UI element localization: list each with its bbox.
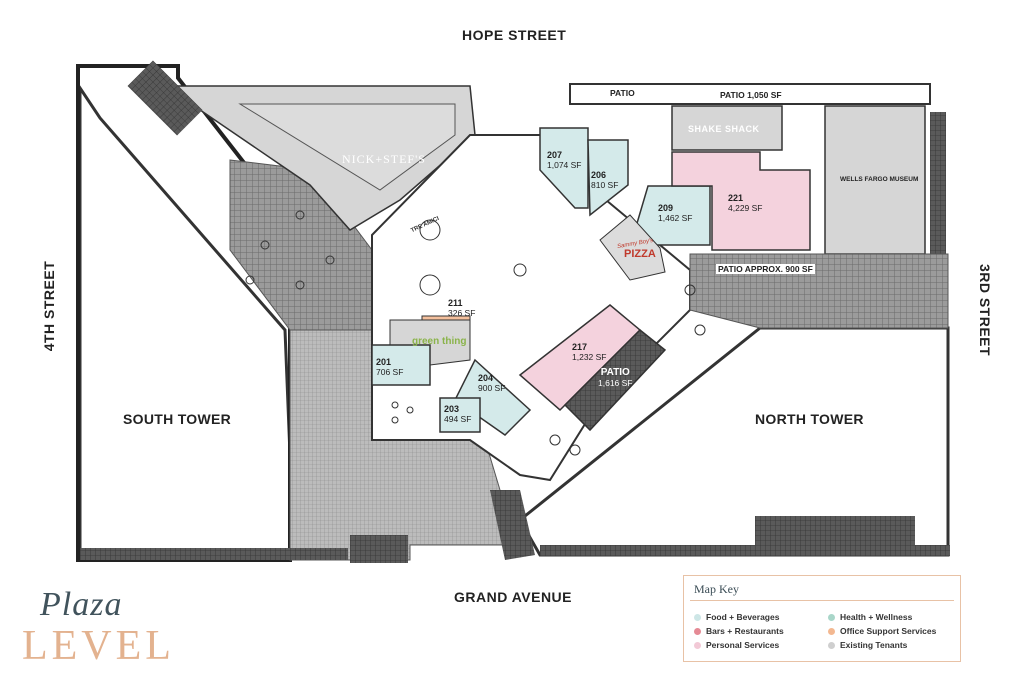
unit-207: [539, 127, 589, 209]
nick-stefs-logo: NICK+STEF'S: [342, 152, 426, 166]
shake-shack: [671, 105, 783, 151]
unit-201: [371, 344, 431, 386]
patio-top-area: PATIO 1,050 SF: [720, 90, 782, 100]
legend-item-health: Health + Wellness: [828, 612, 912, 622]
unit-area: 494 SF: [444, 414, 472, 424]
unit-203: [439, 397, 481, 433]
tower-north-label: NORTH TOWER: [755, 411, 864, 427]
northwest-stair: [127, 60, 203, 136]
patio-top-label: PATIO: [610, 88, 635, 98]
stair-bottom: [350, 535, 408, 563]
east-edge: [540, 545, 950, 556]
street-4th: 4TH STREET: [41, 260, 57, 352]
street-hope: HOPE STREET: [462, 27, 567, 43]
street-grand: GRAND AVENUE: [454, 589, 573, 605]
legend-label: Bars + Restaurants: [706, 626, 784, 636]
unit-area: 1,462 SF: [658, 213, 693, 223]
legend-label: Existing Tenants: [840, 640, 908, 650]
unit-id: 207: [547, 150, 563, 160]
legend-swatch: [828, 642, 835, 649]
legend-swatch: [828, 628, 835, 635]
legend-item-food: Food + Beverages: [694, 612, 779, 622]
unit-id: 206: [591, 170, 607, 180]
legend-swatch: [828, 614, 835, 621]
map-key: Map Key Food + Beverages Bars + Restaura…: [683, 575, 961, 662]
patio-right-area: PATIO APPROX. 900 SF: [716, 264, 815, 274]
legend-label: Office Support Services: [840, 626, 937, 636]
south-edge: [80, 548, 348, 560]
legend-item-bars: Bars + Restaurants: [694, 626, 784, 636]
patio-center-area: 1,616 SF: [598, 378, 633, 388]
unit-area: 326 SF: [448, 308, 476, 318]
south-tower-outline: [78, 83, 292, 557]
unit-area: 1,074 SF: [547, 160, 582, 170]
legend-item-personal: Personal Services: [694, 640, 779, 650]
unit-area: 4,229 SF: [728, 203, 763, 213]
wells-fargo-museum: [824, 105, 926, 255]
unit-area: 810 SF: [591, 180, 619, 190]
tower-south-label: SOUTH TOWER: [123, 411, 232, 427]
pizza-logo: PIZZA: [624, 248, 656, 260]
unit-id: 211: [448, 298, 463, 308]
unit-id: 221: [728, 193, 744, 203]
legend-label: Food + Beverages: [706, 612, 780, 622]
street-3rd: 3RD STREET: [977, 263, 993, 357]
unit-221: [671, 151, 811, 251]
legend-item-office: Office Support Services: [828, 626, 936, 636]
existing-building-ne: [569, 83, 931, 105]
legend-swatch: [694, 614, 701, 621]
unit-id: 217: [572, 342, 588, 352]
patio-center: [563, 328, 667, 432]
logo-script: Plaza: [40, 586, 123, 623]
unit-id: 209: [658, 203, 674, 213]
shake-shack-logo: SHAKE SHACK: [688, 124, 760, 134]
furniture: [245, 210, 706, 456]
unit-area: 900 SF: [478, 383, 506, 393]
unit-206: [587, 139, 629, 217]
unit-id: 204: [478, 373, 494, 383]
legend-swatch: [694, 628, 701, 635]
legend-swatch: [694, 642, 701, 649]
logo-word: LEVEL: [22, 623, 175, 669]
legend-label: Health + Wellness: [840, 612, 913, 622]
unit-area: 706 SF: [376, 367, 404, 377]
legend-item-existing: Existing Tenants: [828, 640, 907, 650]
unit-area: 1,232 SF: [572, 352, 607, 362]
map-key-title: Map Key: [694, 582, 739, 596]
patio-center-title: PATIO: [600, 367, 630, 378]
east-stair: [930, 112, 946, 272]
unit-id: 203: [444, 404, 460, 414]
unit-204: [454, 358, 532, 436]
green-thing-logo: green thing: [412, 336, 467, 347]
legend-label: Personal Services: [706, 640, 780, 650]
pizza-tenant: [599, 214, 666, 281]
map-key-divider: [690, 600, 954, 601]
unit-id: 201: [376, 357, 392, 367]
ramp: [490, 490, 535, 560]
wells-fargo-label: WELLS FARGO MUSEUM: [840, 176, 919, 183]
